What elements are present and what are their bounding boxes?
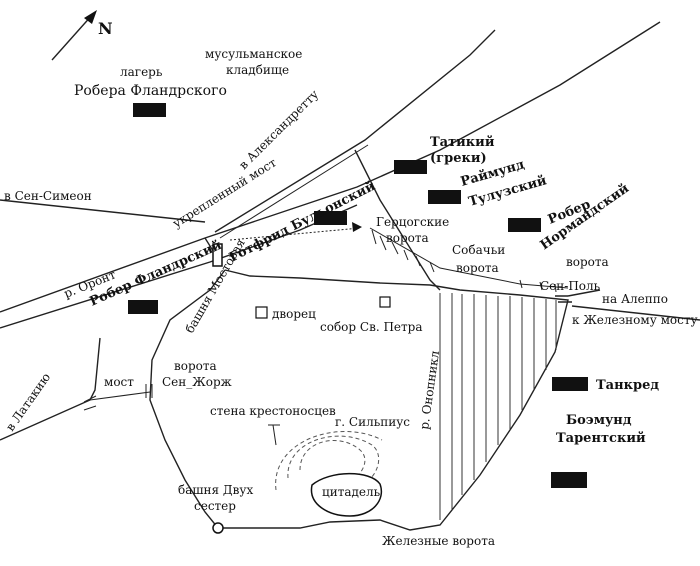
label-dog-gate-2: ворота	[456, 261, 499, 275]
label-tatikios-2: (греки)	[430, 151, 487, 166]
citadel	[310, 472, 383, 517]
label-muslim-cemetery-2: кладбище	[226, 63, 289, 77]
saint-george-gate-marker	[145, 384, 153, 398]
robert-flanders-camp	[133, 103, 166, 117]
label-palace: дворец	[272, 307, 316, 321]
label-two-sisters-2: сестер	[194, 499, 236, 513]
label-to-iron-bridge: к Железному мосту	[572, 313, 698, 327]
crusader-wall-pointer	[272, 424, 277, 446]
north-label: N	[98, 19, 113, 38]
robert-flanders-left-camp	[128, 300, 158, 314]
hatched-area	[439, 293, 557, 520]
saint-paul-gate	[555, 289, 700, 321]
label-dog-gate-1: Собачьи	[452, 243, 505, 257]
label-two-sisters-1: башня Двух	[178, 483, 253, 497]
road-alexandretta-edge	[219, 144, 369, 239]
label-st-peter: собор Св. Петра	[320, 320, 423, 334]
bridge-marks	[83, 395, 97, 411]
godfrey-camp	[314, 211, 347, 225]
label-saint-paul: Сен-Поль	[540, 279, 601, 293]
wall-towers	[369, 227, 569, 293]
city-wall	[149, 269, 569, 531]
label-to-aleppo: на Алеппо	[602, 292, 668, 306]
label-gate: ворота	[566, 255, 609, 269]
godfrey-front	[229, 227, 361, 241]
label-to-saint-simeon: в Сен-Симеон	[4, 189, 92, 203]
label-godfrey: Готфрид Бульонский	[227, 179, 378, 266]
label-tatikios-1: Татикий	[430, 135, 495, 150]
raymond-camp	[428, 190, 461, 204]
label-tancred: Танкред	[596, 378, 659, 393]
road-dukes-gate	[354, 149, 441, 291]
label-silpius: г. Сильпиус	[335, 415, 410, 429]
label-muslim-cemetery-1: мусульманское	[205, 47, 302, 61]
label-dukes-gate-1: Герцогские	[376, 215, 449, 229]
road-saint-george	[89, 391, 151, 401]
robert-normandy-camp	[508, 218, 541, 232]
label-dukes-gate-2: ворота	[386, 231, 429, 245]
road-alexandretta	[214, 29, 496, 233]
label-camp: лагерь	[120, 65, 163, 79]
label-robert-flanders-top: Робера Фландрского	[74, 83, 227, 99]
label-saint-george-gate-1: ворота	[174, 359, 217, 373]
label-saint-george-gate-2: Сен_Жорж	[162, 375, 232, 389]
cathedral-marker	[379, 296, 391, 308]
label-onopnikl: р. Онопникл	[417, 349, 442, 430]
label-bohemond-2: Тарентский	[556, 431, 646, 446]
label-citadel: цитадель	[322, 485, 381, 499]
bridge-tower-marker	[212, 243, 223, 267]
palace-marker	[255, 306, 268, 319]
road-latakia	[0, 337, 101, 441]
label-to-latakia: в Латакию	[3, 370, 53, 433]
label-to-alexandretta: в Александретту	[236, 87, 321, 172]
two-sisters-tower	[212, 522, 224, 534]
label-crusader-wall: стена крестоносцев	[210, 404, 336, 418]
label-bohemond-1: Боэмунд	[566, 413, 632, 428]
bohemond-camp	[551, 472, 587, 488]
label-iron-gate: Железные ворота	[382, 534, 495, 548]
tancred-camp	[552, 377, 588, 391]
tatikios-camp	[394, 160, 427, 174]
north-arrow-icon	[51, 10, 97, 61]
road-saint-simeon	[0, 199, 206, 223]
arrow-icon	[352, 222, 362, 232]
label-bridge: мост	[104, 375, 134, 389]
